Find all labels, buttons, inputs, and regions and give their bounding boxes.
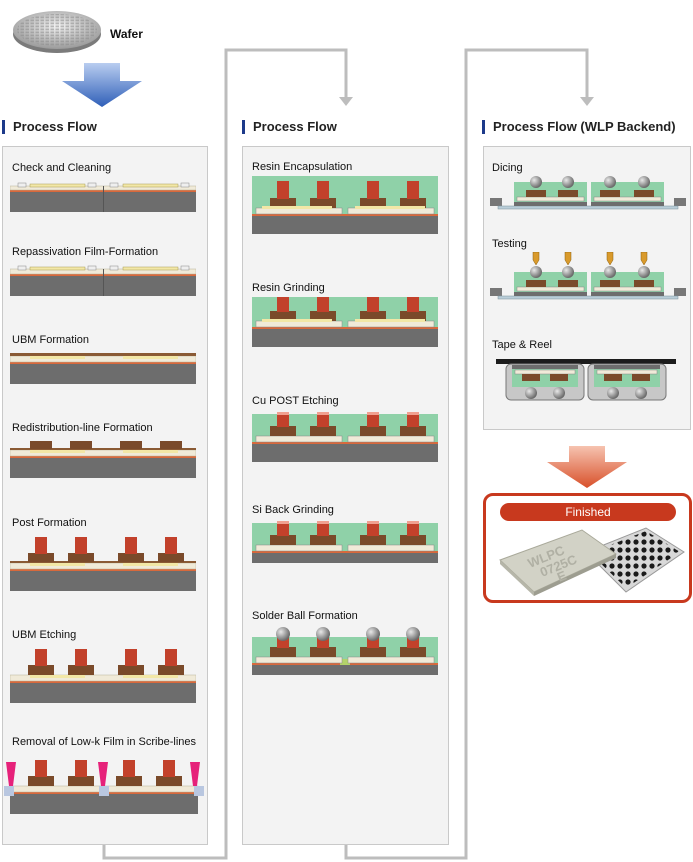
step-label: Post Formation — [12, 517, 87, 529]
cross-section-lowk-removal — [4, 760, 204, 814]
cross-section-testing — [490, 252, 686, 300]
step-label: Resin Grinding — [252, 282, 325, 294]
step-label: Solder Ball Formation — [252, 610, 358, 622]
step-label: Check and Cleaning — [12, 162, 112, 174]
step-label: Testing — [492, 238, 527, 250]
step-label: Dicing — [492, 162, 523, 174]
cross-section-base — [10, 182, 196, 212]
step-label: Cu POST Etching — [252, 395, 339, 407]
cross-section-si-back-grinding — [252, 521, 438, 563]
step-label: Resin Encapsulation — [252, 161, 353, 173]
down-arrow-icon — [62, 63, 142, 107]
cross-section-post — [10, 537, 196, 591]
wafer-label: Wafer — [110, 27, 143, 41]
finished-chip-illustration: WLPC 0725C E — [499, 527, 685, 596]
cross-section-repassivation — [10, 265, 196, 296]
wafer-icon — [13, 11, 101, 53]
step-label: Removal of Low-k Film in Scribe-lines — [12, 736, 196, 748]
step-label: UBM Etching — [12, 629, 77, 641]
process-panel-1 — [2, 146, 208, 845]
cross-section-solder-ball — [252, 627, 438, 675]
cross-section-resin-encapsulation — [252, 176, 438, 234]
column-title-3: Process Flow (WLP Backend) — [482, 120, 676, 134]
step-label: Repassivation Film-Formation — [12, 246, 159, 258]
cross-section-tape-and-reel — [496, 359, 676, 401]
process-panel-2 — [242, 146, 449, 845]
step-label: UBM Formation — [12, 334, 90, 346]
cross-section-rdl — [10, 441, 196, 478]
cross-section-cu-post-etching — [252, 412, 438, 462]
cross-section-ubm — [10, 353, 196, 384]
down-arrow-icon — [547, 446, 627, 488]
step-label: Tape & Reel — [492, 339, 552, 351]
finished-label: Finished — [500, 503, 676, 521]
cross-section-resin-grinding — [252, 297, 438, 347]
step-label: Redistribution-line Formation — [12, 422, 153, 434]
cross-section-ubm-etching — [10, 649, 196, 703]
step-label: Si Back Grinding — [252, 504, 334, 516]
column-title-2: Process Flow — [242, 120, 337, 134]
column-title-1: Process Flow — [2, 120, 97, 134]
cross-section-dicing — [490, 176, 686, 210]
